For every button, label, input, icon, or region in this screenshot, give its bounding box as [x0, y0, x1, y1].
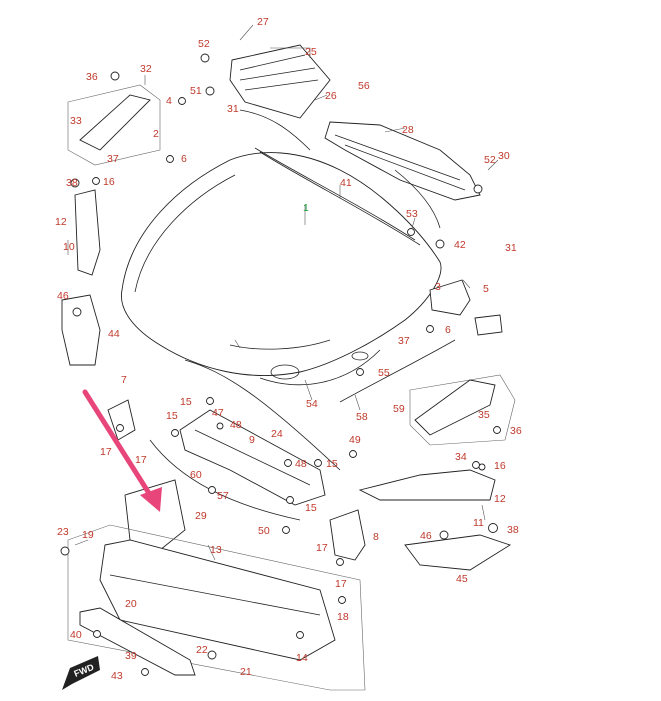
callout-17-a: 17 — [100, 446, 112, 458]
callout-29: 29 — [195, 510, 207, 522]
callout-12-left: 12 — [55, 216, 67, 228]
leader-lines — [67, 24, 499, 561]
callout-1: 1 — [303, 202, 309, 214]
callout-36-right: 36 — [510, 425, 522, 437]
fasteners — [60, 53, 501, 676]
callout-24: 24 — [271, 428, 283, 440]
callout-10: 10 — [63, 241, 75, 253]
callout-18: 18 — [337, 611, 349, 623]
callout-15-b: 15 — [166, 410, 178, 422]
callout-44: 44 — [108, 328, 120, 340]
callout-39: 39 — [125, 650, 137, 662]
callout-25: 25 — [305, 46, 317, 58]
callout-51: 51 — [190, 85, 202, 97]
callout-7: 7 — [121, 374, 127, 386]
callout-13: 13 — [210, 544, 222, 556]
right-side-parts — [329, 279, 516, 571]
left-hinge-parts — [61, 84, 161, 441]
highlight-arrow — [82, 389, 162, 512]
callout-54: 54 — [306, 398, 318, 410]
callout-15-c: 15 — [326, 458, 338, 470]
callout-17-d: 17 — [335, 578, 347, 590]
callout-46-right: 46 — [420, 530, 432, 542]
callout-32: 32 — [140, 63, 152, 75]
callout-12-right: 12 — [494, 493, 506, 505]
callout-17-b: 17 — [135, 454, 147, 466]
callout-27: 27 — [257, 16, 269, 28]
callout-50: 50 — [258, 525, 270, 537]
callout-8: 8 — [373, 531, 379, 543]
fwd-direction-icon: FWD — [62, 656, 100, 690]
callout-19: 19 — [82, 529, 94, 541]
callout-52-left: 52 — [198, 38, 210, 50]
callout-36-left: 36 — [86, 71, 98, 83]
callout-37-left: 37 — [107, 153, 119, 165]
callout-52-right: 52 — [484, 154, 496, 166]
callout-26: 26 — [325, 90, 337, 102]
callout-20: 20 — [125, 598, 137, 610]
callout-11: 11 — [473, 517, 484, 529]
callout-34: 34 — [455, 451, 467, 463]
callout-48-b: 48 — [295, 458, 307, 470]
callout-6-left: 6 — [181, 153, 187, 165]
callout-33: 33 — [70, 115, 82, 127]
callout-48-a: 48 — [230, 419, 242, 431]
callout-3: 3 — [435, 281, 441, 293]
callout-42: 42 — [454, 239, 466, 251]
callout-23: 23 — [57, 526, 69, 538]
callout-37-right: 37 — [398, 335, 410, 347]
cowl-top-panel — [229, 44, 481, 201]
callout-9: 9 — [249, 434, 255, 446]
callout-22: 22 — [196, 644, 208, 656]
callout-38-left: 38 — [66, 177, 78, 189]
callout-14: 14 — [296, 652, 308, 664]
callout-labels: 1 2 3 4 5 6 6 7 8 9 10 11 12 12 13 14 15… — [55, 16, 522, 682]
callout-17-c: 17 — [316, 542, 328, 554]
callout-31-right: 31 — [505, 242, 517, 254]
callout-5: 5 — [483, 283, 489, 295]
callout-59: 59 — [393, 403, 405, 415]
callout-15-a: 15 — [180, 396, 192, 408]
callout-53: 53 — [406, 208, 418, 220]
callout-16-top: 16 — [103, 176, 115, 188]
callout-47: 47 — [212, 407, 224, 419]
callout-57: 57 — [217, 490, 229, 502]
front-support-members — [67, 409, 366, 691]
callout-35: 35 — [478, 409, 490, 421]
callout-49: 49 — [349, 434, 361, 446]
callout-28: 28 — [402, 124, 414, 136]
callout-40: 40 — [70, 629, 82, 641]
callout-30: 30 — [498, 150, 510, 162]
callout-60: 60 — [190, 469, 202, 481]
callout-15-d: 15 — [305, 502, 317, 514]
callout-56: 56 — [358, 80, 370, 92]
hood-panel — [120, 152, 442, 386]
callout-38-right: 38 — [507, 524, 519, 536]
callout-21: 21 — [240, 666, 252, 678]
callout-41: 41 — [340, 177, 352, 189]
callout-6-right: 6 — [445, 324, 451, 336]
callout-58: 58 — [356, 411, 368, 423]
callout-2: 2 — [153, 128, 159, 140]
callout-31-left: 31 — [227, 103, 239, 115]
callout-46-left: 46 — [57, 290, 69, 302]
callout-4: 4 — [166, 95, 172, 107]
callout-55: 55 — [378, 367, 390, 379]
callout-16-right: 16 — [494, 460, 506, 472]
callout-45: 45 — [456, 573, 468, 585]
callout-43: 43 — [111, 670, 123, 682]
